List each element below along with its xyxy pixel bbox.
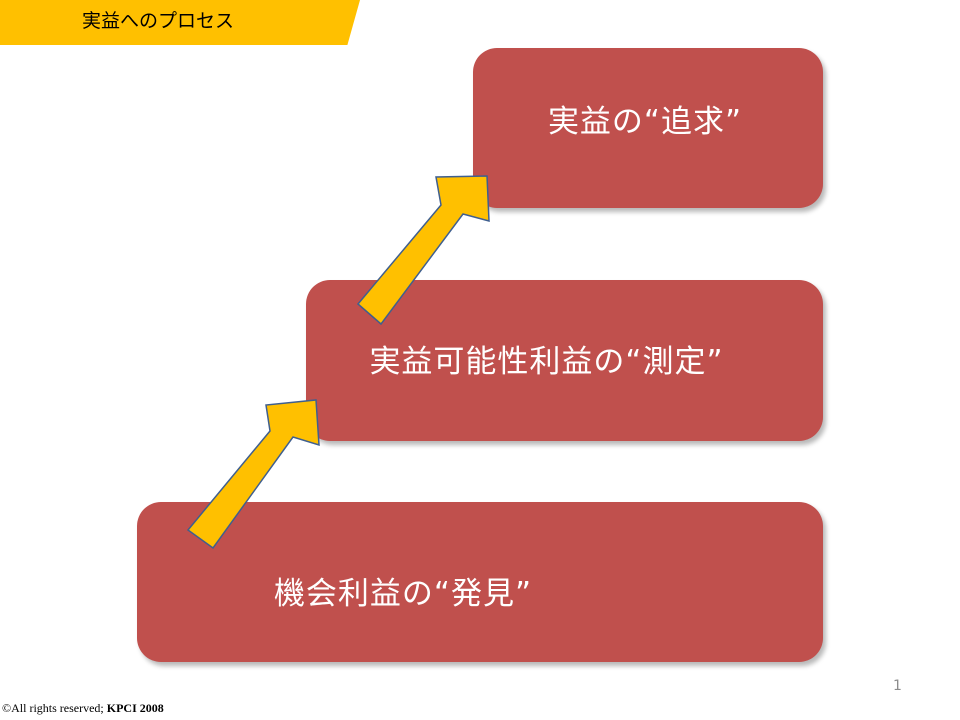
copyright-prefix: ©All rights reserved;: [2, 701, 107, 715]
title-banner: [0, 0, 360, 45]
copyright-org: KPCI 2008: [106, 701, 164, 715]
step-label-pursuit: 実益の“追求”: [547, 103, 743, 140]
step-box-measurement: 実益可能性利益の“測定”: [306, 280, 823, 441]
step-label-measurement: 実益可能性利益の“測定”: [369, 344, 724, 380]
slide-title: 実益へのプロセス: [82, 10, 235, 32]
step-label-discovery: 機会利益の“発見”: [273, 575, 533, 612]
page-number: 1: [893, 678, 902, 694]
step-box-discovery: 機会利益の“発見”: [137, 502, 823, 662]
arrow-upper-icon: [356, 175, 490, 326]
copyright-notice: ©All rights reserved; KPCI 2008: [2, 701, 164, 716]
arrow-lower-icon: [186, 399, 320, 550]
step-box-pursuit: 実益の“追求”: [473, 48, 823, 208]
